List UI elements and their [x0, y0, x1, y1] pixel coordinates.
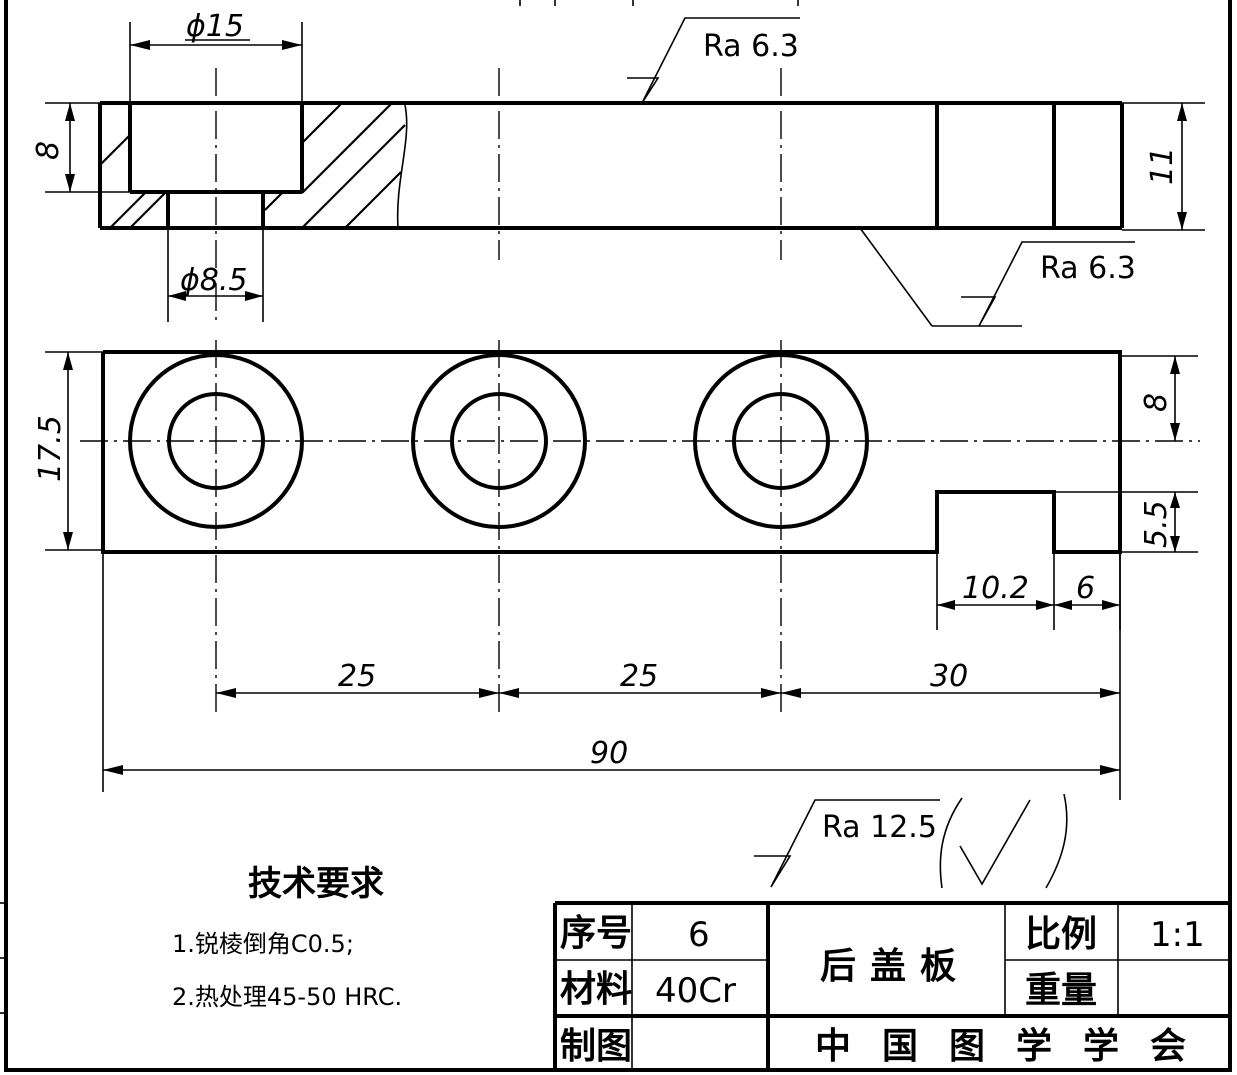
drawer-label: 制图: [560, 1026, 632, 1067]
left-edge-marks: [0, 902, 6, 1014]
weight-label: 重量: [1025, 970, 1097, 1011]
dim-depth-8: 8: [31, 141, 66, 160]
dim-pitch-25-a: 25: [338, 659, 376, 694]
dim-slot-5-5: 5.5: [1139, 500, 1174, 548]
dim-dia-15: ϕ15: [186, 9, 244, 44]
technical-requirements: 技术要求 1.锐棱倒角C0.5; 2.热处理45-50 HRC.: [172, 864, 402, 1011]
dim-length-90: 90: [590, 736, 628, 771]
organization: 中国图学学会: [815, 1025, 1217, 1067]
dim-slot-6: 6: [1076, 571, 1095, 606]
top-view: [80, 340, 1200, 715]
material-value: 40Cr: [655, 971, 736, 1011]
section-hatching: [99, 102, 406, 229]
requirement-1: 1.锐棱倒角C0.5;: [172, 930, 354, 958]
part-name: 后盖板: [820, 946, 970, 987]
serial-label: 序号: [560, 913, 632, 954]
roughness-general: Ra 12.5: [754, 793, 1068, 889]
dim-dia-8-5: ϕ8.5: [180, 263, 248, 298]
dim-dist-30: 30: [930, 659, 968, 694]
scale-value: 1:1: [1150, 915, 1205, 955]
material-label: 材料: [560, 969, 632, 1010]
roughness-top: Ra 6.3: [627, 17, 800, 104]
dim-width-17-5: 17.5: [33, 415, 68, 482]
roughness-bottom-label: Ra 6.3: [1040, 251, 1136, 286]
dim-offset-8: 8: [1139, 393, 1174, 412]
roughness-general-label: Ra 12.5: [822, 810, 937, 845]
roughness-bottom: Ra 6.3: [859, 227, 1136, 327]
requirement-2: 2.热处理45-50 HRC.: [172, 983, 402, 1011]
scale-label: 比例: [1025, 914, 1097, 955]
dim-thick-11: 11: [1145, 147, 1180, 185]
serial-value: 6: [688, 915, 710, 955]
title-block: 序号 6 材料 40Cr 制图 后盖板 比例 1:1 重量 中国图学学会: [553, 901, 1230, 1070]
roughness-top-label: Ra 6.3: [703, 29, 799, 64]
top-view-dimensions: 17.5 8 5.5 10.2 6 25 25: [33, 351, 1198, 800]
requirements-title: 技术要求: [248, 864, 384, 904]
dim-pitch-25-b: 25: [620, 659, 658, 694]
dim-slot-10-2: 10.2: [962, 571, 1029, 606]
drawing-border: [4, 0, 1232, 1072]
front-view-dimensions: ϕ15 ϕ8.5 8 11: [31, 9, 1205, 322]
front-section-view: [98, 68, 1124, 322]
